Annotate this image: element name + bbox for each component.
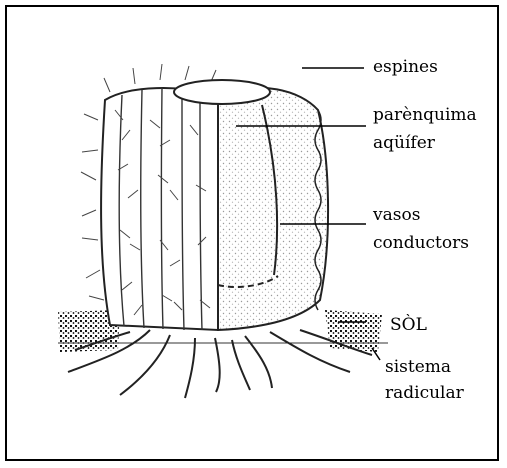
label-soil: SÒL xyxy=(390,314,427,336)
label-roots-line1: sistema xyxy=(385,356,451,378)
label-spines: espines xyxy=(373,56,438,78)
label-roots-line2: radicular xyxy=(385,382,464,404)
label-parenchyma-line1: parènquima xyxy=(373,104,477,126)
label-parenchyma-line2: aqüífer xyxy=(373,132,435,154)
label-vessels-line1: vasos xyxy=(373,204,420,226)
cactus-body xyxy=(81,64,218,330)
label-vessels-line2: conductors xyxy=(373,232,469,254)
